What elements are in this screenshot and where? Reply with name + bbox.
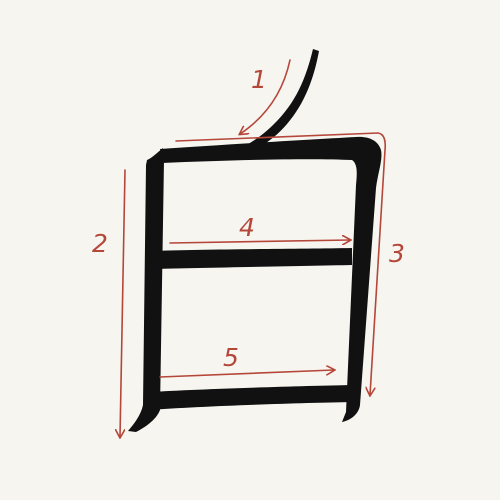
ink-stroke-1	[243, 49, 319, 152]
ink-stroke-3	[160, 136, 382, 422]
arrow-stroke-4	[169, 240, 350, 243]
ink-stroke-2	[128, 148, 164, 432]
stroke-number-4: 4	[239, 213, 255, 242]
stroke-number-2: 2	[92, 229, 108, 258]
stroke-number-1: 1	[251, 65, 267, 94]
arrow-stroke-2	[120, 169, 126, 437]
arrow-stroke-1	[240, 59, 291, 134]
ink-stroke-4	[154, 248, 352, 269]
arrow-stroke-5	[159, 370, 334, 378]
arrow-stroke-3	[175, 132, 387, 395]
ink-stroke-5	[150, 385, 352, 410]
stroke-order-numbers: 1 2 3 4 5	[92, 65, 405, 372]
stroke-number-3: 3	[389, 239, 405, 268]
guide-arrows	[120, 59, 387, 437]
ink-strokes	[128, 49, 382, 432]
stroke-number-5: 5	[223, 343, 239, 372]
